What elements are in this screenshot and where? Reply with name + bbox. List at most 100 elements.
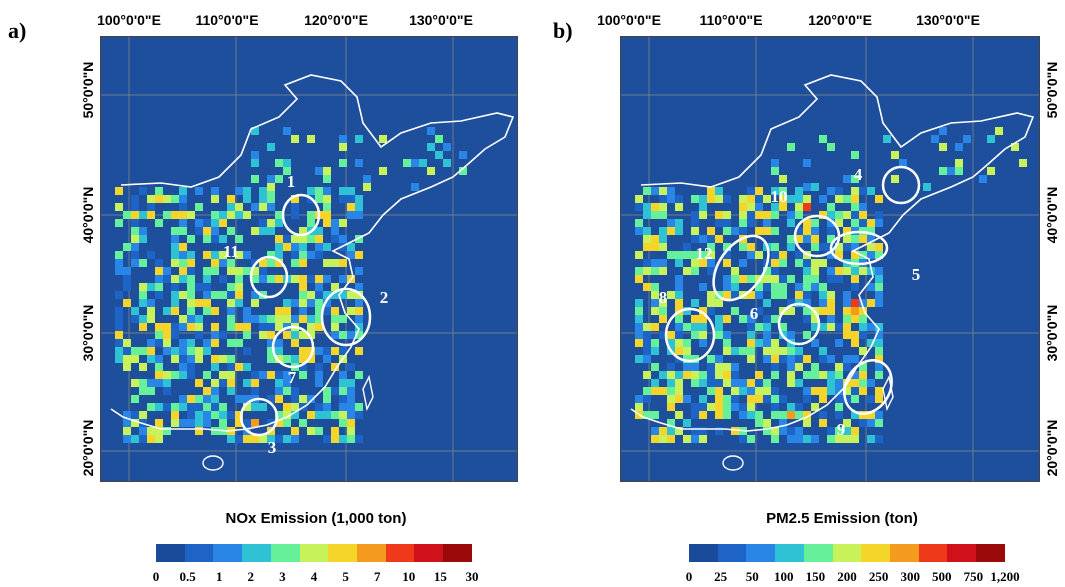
emission-cell: [819, 371, 827, 379]
emission-cell: [739, 203, 747, 211]
emission-cell: [267, 355, 275, 363]
emission-cell: [723, 219, 731, 227]
emission-cell: [443, 159, 451, 167]
emission-cell: [155, 275, 163, 283]
emission-cell: [771, 347, 779, 355]
emission-cell: [275, 355, 283, 363]
emission-cell: [203, 299, 211, 307]
emission-cell: [291, 135, 299, 143]
emission-cell: [227, 435, 235, 443]
emission-cell: [131, 235, 139, 243]
emission-cell: [811, 235, 819, 243]
emission-cell: [131, 395, 139, 403]
emission-cell: [675, 203, 683, 211]
emission-cell: [227, 363, 235, 371]
emission-cell: [291, 403, 299, 411]
emission-cell: [203, 275, 211, 283]
emission-cell: [267, 395, 275, 403]
emission-cell: [691, 259, 699, 267]
emission-cell: [195, 315, 203, 323]
emission-cell: [355, 195, 363, 203]
emission-cell: [691, 371, 699, 379]
emission-cell: [675, 283, 683, 291]
emission-cell: [283, 127, 291, 135]
emission-cell: [219, 235, 227, 243]
emission-cell: [259, 259, 267, 267]
colorbar: [156, 544, 472, 562]
emission-cell: [123, 427, 131, 435]
emission-cell: [163, 371, 171, 379]
emission-cell: [771, 203, 779, 211]
colorbar-swatch: [947, 544, 977, 562]
emission-cell: [227, 371, 235, 379]
emission-cell: [763, 323, 771, 331]
emission-cell: [291, 235, 299, 243]
emission-cell: [867, 323, 875, 331]
emission-cell: [131, 347, 139, 355]
emission-cell: [731, 371, 739, 379]
emission-cell: [355, 323, 363, 331]
emission-cell: [651, 187, 659, 195]
emission-cell: [147, 299, 155, 307]
emission-cell: [779, 323, 787, 331]
emission-cell: [723, 339, 731, 347]
emission-cell: [699, 235, 707, 243]
emission-cell: [131, 259, 139, 267]
emission-cell: [299, 315, 307, 323]
emission-cell: [803, 299, 811, 307]
emission-cell: [843, 307, 851, 315]
emission-cell: [251, 315, 259, 323]
emission-cell: [147, 427, 155, 435]
region-callout: 3: [267, 438, 277, 457]
emission-cell: [803, 307, 811, 315]
emission-cell: [299, 243, 307, 251]
emission-cell: [667, 363, 675, 371]
emission-cell: [355, 251, 363, 259]
emission-cell: [267, 183, 275, 191]
emission-cell: [179, 419, 187, 427]
emission-cell: [347, 395, 355, 403]
emission-cell: [307, 315, 315, 323]
emission-cell: [163, 339, 171, 347]
region-callout: 2: [379, 288, 389, 307]
emission-cell: [243, 267, 251, 275]
emission-cell: [811, 339, 819, 347]
emission-cell: [307, 211, 315, 219]
emission-cell: [923, 183, 931, 191]
emission-cell: [699, 427, 707, 435]
emission-cell: [419, 159, 427, 167]
emission-cell: [859, 251, 867, 259]
emission-cell: [203, 411, 211, 419]
emission-cell: [803, 315, 811, 323]
emission-cell: [275, 211, 283, 219]
emission-cell: [339, 379, 347, 387]
emission-cell: [691, 315, 699, 323]
emission-cell: [795, 283, 803, 291]
emission-cell: [355, 267, 363, 275]
emission-cell: [243, 379, 251, 387]
emission-cell: [779, 187, 787, 195]
emission-cell: [243, 211, 251, 219]
emission-cell: [283, 307, 291, 315]
emission-cell: [659, 307, 667, 315]
region-circle: [712, 234, 770, 302]
emission-cell: [323, 403, 331, 411]
emission-cell: [795, 355, 803, 363]
emission-cell: [187, 323, 195, 331]
colorbar-tick-label: 15: [433, 569, 447, 584]
emission-cell: [155, 283, 163, 291]
emission-cell: [747, 251, 755, 259]
emission-cell: [187, 339, 195, 347]
emission-cell: [675, 299, 683, 307]
emission-cell: [811, 219, 819, 227]
emission-cell: [339, 159, 347, 167]
emission-cell: [315, 403, 323, 411]
emission-cell: [835, 403, 843, 411]
emission-cell: [211, 403, 219, 411]
emission-cell: [291, 275, 299, 283]
emission-cell: [651, 235, 659, 243]
emission-cell: [683, 267, 691, 275]
emission-cell: [331, 259, 339, 267]
emission-cell: [739, 227, 747, 235]
emission-cell: [147, 435, 155, 443]
